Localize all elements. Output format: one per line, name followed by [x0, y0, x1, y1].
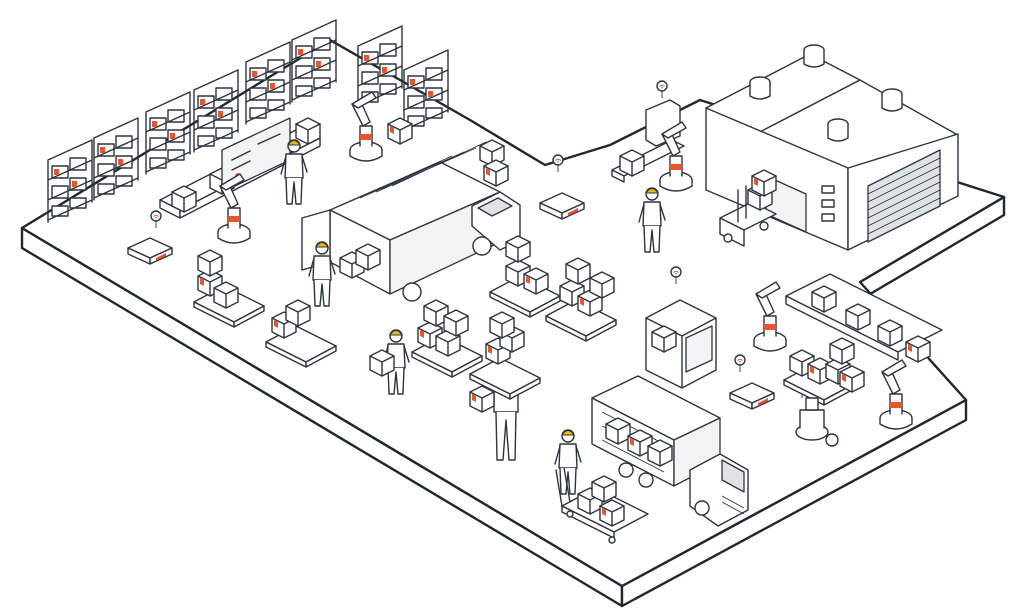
scanner-robot — [645, 299, 717, 389]
warehouse-building — [705, 44, 959, 251]
conveyor-line-top-right — [611, 99, 693, 192]
forklift — [719, 169, 777, 247]
delivery-van — [301, 141, 521, 302]
conveyor-line-right — [785, 273, 943, 363]
service-bot — [795, 397, 839, 447]
hand-trolley — [555, 467, 649, 544]
semi-truck — [591, 375, 749, 527]
